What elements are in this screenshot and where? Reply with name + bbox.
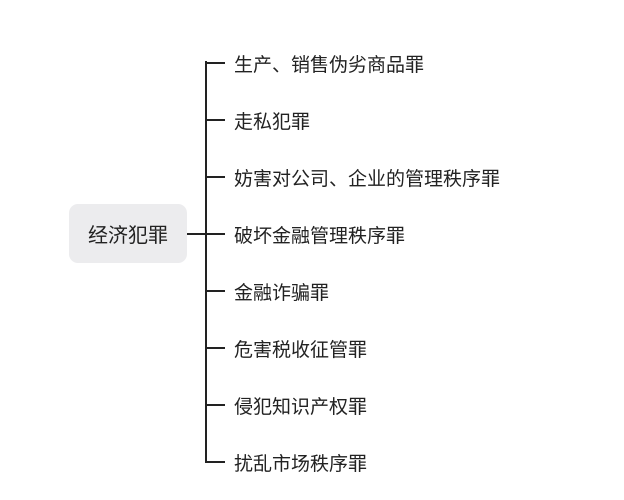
root-connector-line bbox=[187, 233, 206, 235]
branch-label: 妨害对公司、企业的管理秩序罪 bbox=[234, 167, 501, 190]
branch-item: 破坏金融管理秩序罪 bbox=[205, 214, 405, 254]
branch-label: 破坏金融管理秩序罪 bbox=[234, 224, 406, 247]
branch-spine-line bbox=[205, 61, 207, 463]
root-label: 经济犯罪 bbox=[88, 223, 168, 247]
branch-connector bbox=[205, 347, 225, 349]
branch-item: 妨害对公司、企业的管理秩序罪 bbox=[205, 157, 500, 197]
branch-connector bbox=[205, 233, 225, 235]
branch-item: 扰乱市场秩序罪 bbox=[205, 442, 367, 482]
branch-connector bbox=[205, 290, 225, 292]
branch-label: 生产、销售伪劣商品罪 bbox=[234, 53, 425, 76]
branch-connector bbox=[205, 62, 225, 64]
branch-label: 扰乱市场秩序罪 bbox=[234, 452, 368, 475]
branch-item: 侵犯知识产权罪 bbox=[205, 385, 367, 425]
branch-item: 危害税收征管罪 bbox=[205, 328, 367, 368]
branch-label: 走私犯罪 bbox=[234, 110, 311, 133]
branch-item: 走私犯罪 bbox=[205, 100, 310, 140]
branch-connector bbox=[205, 176, 225, 178]
branch-connector bbox=[205, 461, 225, 463]
branch-label: 金融诈骗罪 bbox=[234, 281, 330, 304]
branch-label: 侵犯知识产权罪 bbox=[234, 395, 368, 418]
branch-connector bbox=[205, 119, 225, 121]
root-node: 经济犯罪 bbox=[69, 204, 187, 263]
branch-item: 生产、销售伪劣商品罪 bbox=[205, 43, 424, 83]
branch-connector bbox=[205, 404, 225, 406]
branch-label: 危害税收征管罪 bbox=[234, 338, 368, 361]
branch-item: 金融诈骗罪 bbox=[205, 271, 329, 311]
